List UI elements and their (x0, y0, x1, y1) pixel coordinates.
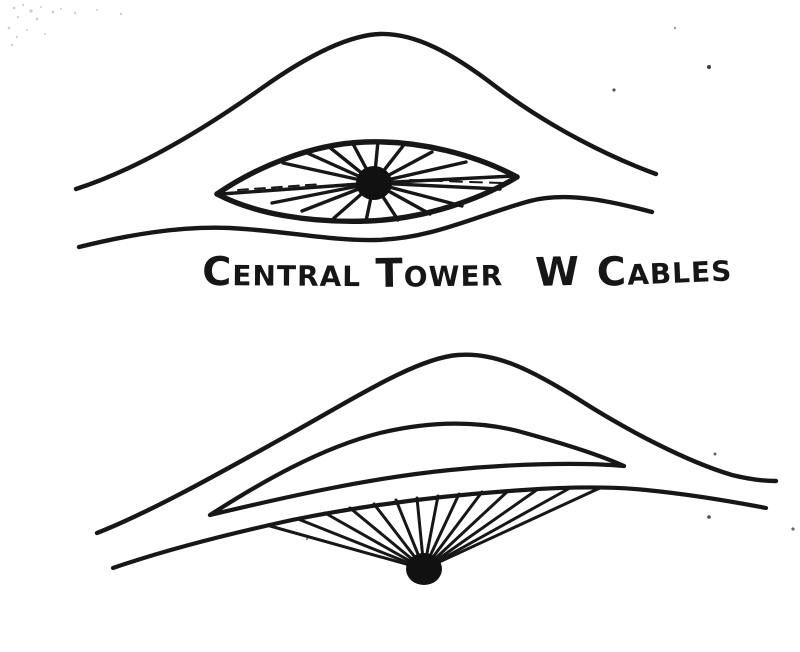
sketch-stroke (237, 183, 323, 191)
fan-cable (422, 489, 510, 571)
caption-word: CENTRAL (202, 249, 362, 296)
caption-word: TOWER (375, 250, 504, 298)
fan-cable (422, 487, 540, 571)
paper-smudge (7, 3, 123, 47)
bottom-figure (94, 352, 779, 585)
caption-word: W (535, 248, 582, 297)
eye-lens-bottom-edge (214, 174, 520, 224)
fan-cable (422, 485, 604, 571)
central-tower-hub-dot (356, 166, 392, 200)
cable-spoke (372, 181, 502, 191)
paper-specks (305, 26, 795, 541)
bottom-hill-outline (94, 352, 779, 536)
fan-cable (296, 517, 426, 571)
cable-spoke (372, 174, 516, 185)
top-hill-outline (73, 31, 659, 192)
bottom-deck-line (110, 485, 769, 571)
caption-word: CABLES (596, 248, 734, 297)
top-figure (73, 31, 659, 250)
blade-lens-top-edge (207, 421, 627, 518)
cable-spoke (219, 181, 376, 196)
sketch-stroke (409, 179, 503, 184)
bottom-tower-hub-dot (406, 553, 442, 585)
fan-cable (323, 511, 426, 571)
top-ground-line (76, 194, 655, 250)
blade-lens-bottom-edge (207, 461, 627, 518)
fan-cable (422, 486, 572, 571)
fan-cable (268, 524, 426, 571)
figure-caption: CENTRAL TOWER W CABLES (202, 248, 733, 300)
eye-lens-top-edge (214, 139, 520, 197)
